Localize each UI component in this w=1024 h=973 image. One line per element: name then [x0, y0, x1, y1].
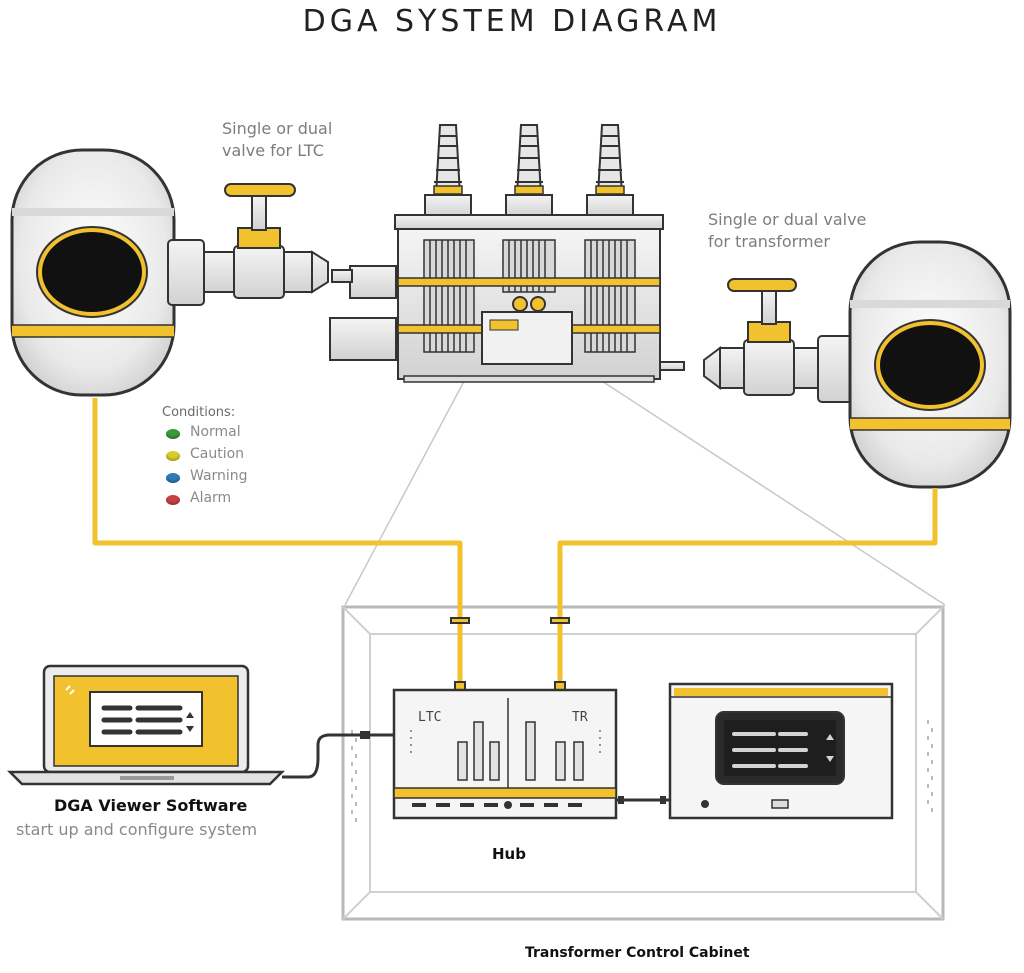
normal-label: Normal	[190, 424, 241, 440]
laptop	[6, 664, 286, 786]
bushing-right	[586, 124, 634, 218]
ltc-cable	[92, 398, 463, 688]
caution-label: Caution	[190, 446, 245, 462]
display-unit	[668, 682, 894, 820]
ltc-valve-callout-line2: valve for LTC	[222, 141, 324, 160]
hub-ltc-label: LTC	[418, 710, 442, 725]
hub-label: Hub	[492, 845, 526, 863]
transformer-sensor-tank	[848, 240, 1012, 489]
laptop-hub-cable	[282, 733, 394, 779]
hub-level-bars	[457, 721, 584, 781]
warning-label: Warning	[190, 468, 248, 484]
bushing-left	[424, 124, 472, 218]
ltc-valve-callout: Single or dual valve for LTC	[222, 118, 332, 162]
warning-indicator-icon	[166, 473, 180, 483]
transformer-valve-callout-line1: Single or dual valve	[708, 210, 867, 229]
tr-cable	[557, 488, 938, 688]
hub-tr-label: TR	[572, 710, 588, 725]
diagram-title: DGA SYSTEM DIAGRAM	[302, 4, 722, 39]
caution-indicator-icon	[166, 451, 180, 461]
bushing-middle	[505, 124, 553, 218]
transformer-valve-callout: Single or dual valve for transformer	[708, 209, 866, 253]
cabinet-label: Transformer Control Cabinet	[525, 945, 750, 961]
transformer-valve	[703, 278, 855, 403]
hub-ports	[412, 801, 582, 809]
cabinet-vent-left	[351, 730, 357, 822]
sensor-cables	[92, 398, 938, 688]
software-title: DGA Viewer Software	[54, 796, 248, 815]
hub-led-dots	[410, 730, 601, 753]
alarm-indicator-icon	[166, 495, 180, 505]
conditions-legend-title: Conditions:	[162, 405, 236, 420]
laptop-screen-rows	[101, 705, 183, 735]
normal-indicator-icon	[166, 429, 180, 439]
hub	[392, 688, 618, 820]
transformer-valve-callout-line2: for transformer	[708, 232, 830, 251]
ltc-sensor-tank	[10, 148, 176, 397]
alarm-label: Alarm	[190, 490, 232, 506]
perspective-lines	[344, 369, 946, 606]
ltc-valve	[167, 183, 329, 306]
transformer	[329, 124, 685, 383]
ltc-valve-callout-line1: Single or dual	[222, 119, 333, 138]
cabinet-vent-right	[927, 720, 933, 812]
display-screen-rows	[732, 732, 808, 768]
software-subtitle: start up and configure system	[16, 820, 258, 839]
